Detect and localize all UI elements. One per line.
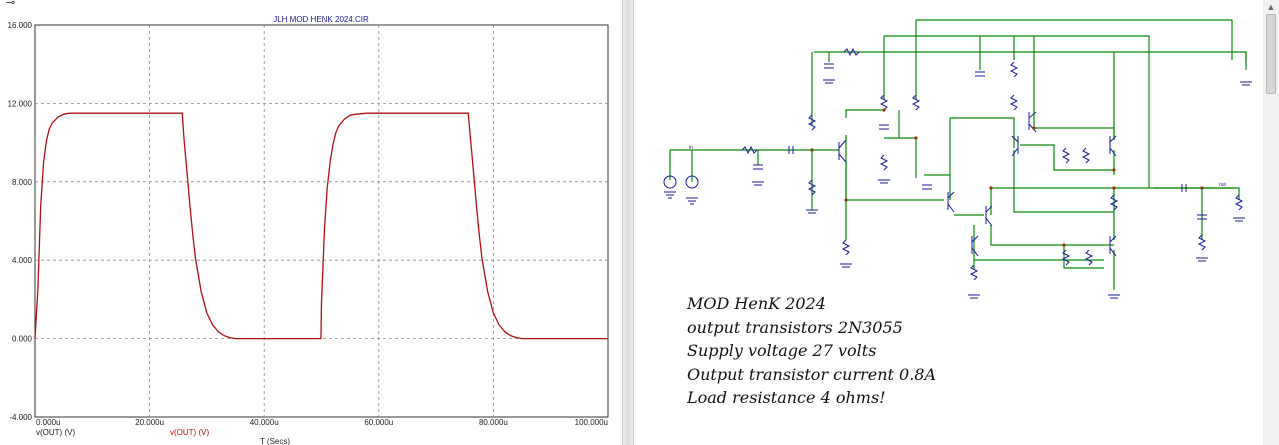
note-line-2: output transistors 2N3055	[687, 317, 903, 337]
x-tick-label: 40.000u	[250, 418, 279, 427]
y-tick-label: 16.000	[8, 21, 33, 30]
x-tick-label: 20.000u	[135, 418, 164, 427]
pane-splitter[interactable]	[622, 0, 634, 445]
junction-dots	[810, 108, 1204, 247]
legend-red: v(OUT) (V)	[170, 428, 209, 437]
y-tick-label: 12.000	[8, 99, 33, 108]
circuit-notes: MOD HenK 2024 output transistors 2N3055 …	[687, 292, 936, 410]
schematic-wires	[669, 19, 1247, 290]
transient-plot[interactable]: -4.000 0.000 4.000 8.000 12.000 16.000 0.000u…	[0, 0, 622, 445]
input-label: in	[689, 145, 693, 151]
schematic-window[interactable]: in out MOD HenK 2024 output transistors …	[634, 0, 1279, 445]
plot-title: JLH MOD HENK 2024.CIR	[273, 15, 369, 24]
circuit-schematic[interactable]: in out	[634, 0, 1264, 445]
probe-icon[interactable]: ⊸ ‾	[6, 0, 22, 9]
note-line-4: Output transistor current 0.8A	[687, 364, 937, 384]
y-tick-label: 4.000	[12, 256, 33, 265]
y-tick-label: 8.000	[12, 178, 33, 187]
note-line-1: MOD HenK 2024	[687, 294, 826, 313]
scrollbar-thumb[interactable]	[1266, 14, 1276, 94]
note-line-5: Load resistance 4 ohms!	[687, 388, 886, 407]
x-tick-label: 80.000u	[479, 418, 508, 427]
output-label: out	[1219, 182, 1227, 188]
plot-area[interactable]	[34, 24, 609, 418]
series-line-vout	[34, 112, 608, 340]
x-tick-label: 0.000u	[36, 418, 60, 427]
scroll-up-icon[interactable]: ▲	[1266, 2, 1276, 12]
plot-window: ⊸ ‾ -4.000 0.000 4.000 8.000 12.000 16.000 0.…	[0, 0, 623, 445]
window-topbar: ⊸ ‾	[0, 0, 622, 12]
x-tick-label: 100.000u	[575, 418, 608, 427]
ground-symbols	[664, 79, 1252, 299]
x-tick-label: 60.000u	[364, 418, 393, 427]
x-axis-label: T (Secs)	[260, 437, 290, 445]
x-axis-ticks: 0.000u 20.000u 40.000u 60.000u 80.000u 100.00…	[36, 418, 608, 427]
vertical-scrollbar[interactable]: ▲	[1263, 0, 1279, 445]
y-tick-label: -4.000	[9, 413, 32, 422]
y-axis-ticks: -4.000 0.000 4.000 8.000 12.000 16.000	[8, 21, 33, 422]
y-tick-label: 0.000	[12, 335, 33, 344]
schematic-parts	[663, 47, 1252, 299]
note-line-3: Supply voltage 27 volts	[687, 341, 877, 360]
plot-grid	[35, 25, 608, 417]
legend-black: v(OUT) (V)	[36, 428, 75, 437]
